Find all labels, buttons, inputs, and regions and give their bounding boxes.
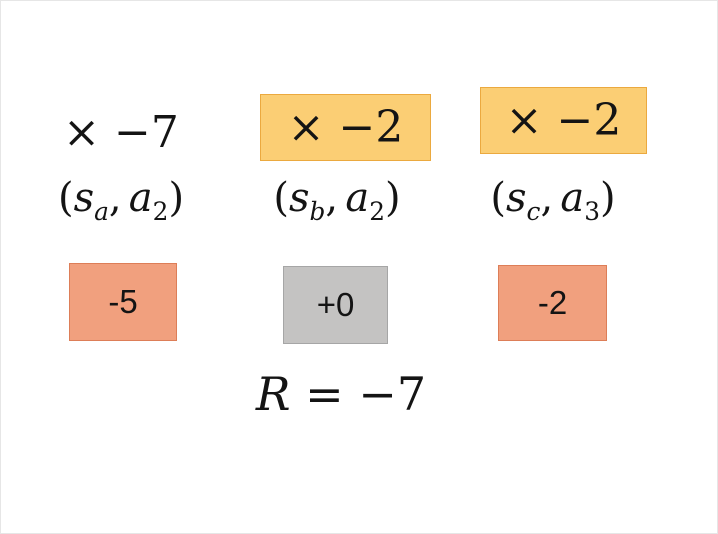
action-subscript: 2	[152, 197, 169, 226]
result-variable: R	[255, 367, 291, 421]
comma: ,	[540, 175, 554, 221]
state-symbol: s	[73, 175, 95, 221]
action-symbol: a	[560, 175, 585, 221]
multiplier-3-box: × −2	[480, 87, 647, 154]
state-symbol: s	[506, 175, 527, 221]
state-action-pair-3: (sc,a3)	[459, 175, 647, 225]
action-subscript: 3	[584, 197, 600, 226]
action-symbol: a	[345, 175, 370, 221]
reward-box-3: -2	[498, 265, 607, 341]
multiplier-1: × −7	[63, 106, 179, 158]
state-action-pair-2: (sb,a2)	[245, 175, 429, 225]
state-subscript: b	[309, 197, 326, 226]
state-action-pair-1: (sa,a2)	[29, 175, 213, 225]
state-symbol: s	[289, 175, 310, 221]
comma: ,	[108, 175, 122, 221]
result-value: = −7	[305, 367, 427, 421]
state-subscript: c	[526, 197, 541, 226]
paren-close: )	[599, 175, 616, 221]
paren-close: )	[168, 175, 185, 221]
multiplier-2-box: × −2	[260, 94, 431, 161]
result-equation: R = −7	[161, 367, 521, 421]
comma: ,	[325, 175, 339, 221]
paren-close: )	[384, 175, 401, 221]
action-symbol: a	[128, 175, 153, 221]
reward-box-1: -5	[69, 263, 177, 341]
action-subscript: 2	[369, 197, 385, 226]
paren-open: (	[490, 175, 507, 221]
paren-open: (	[273, 175, 290, 221]
reward-box-2: +0	[283, 266, 388, 344]
state-subscript: a	[94, 197, 109, 226]
paren-open: (	[57, 175, 74, 221]
